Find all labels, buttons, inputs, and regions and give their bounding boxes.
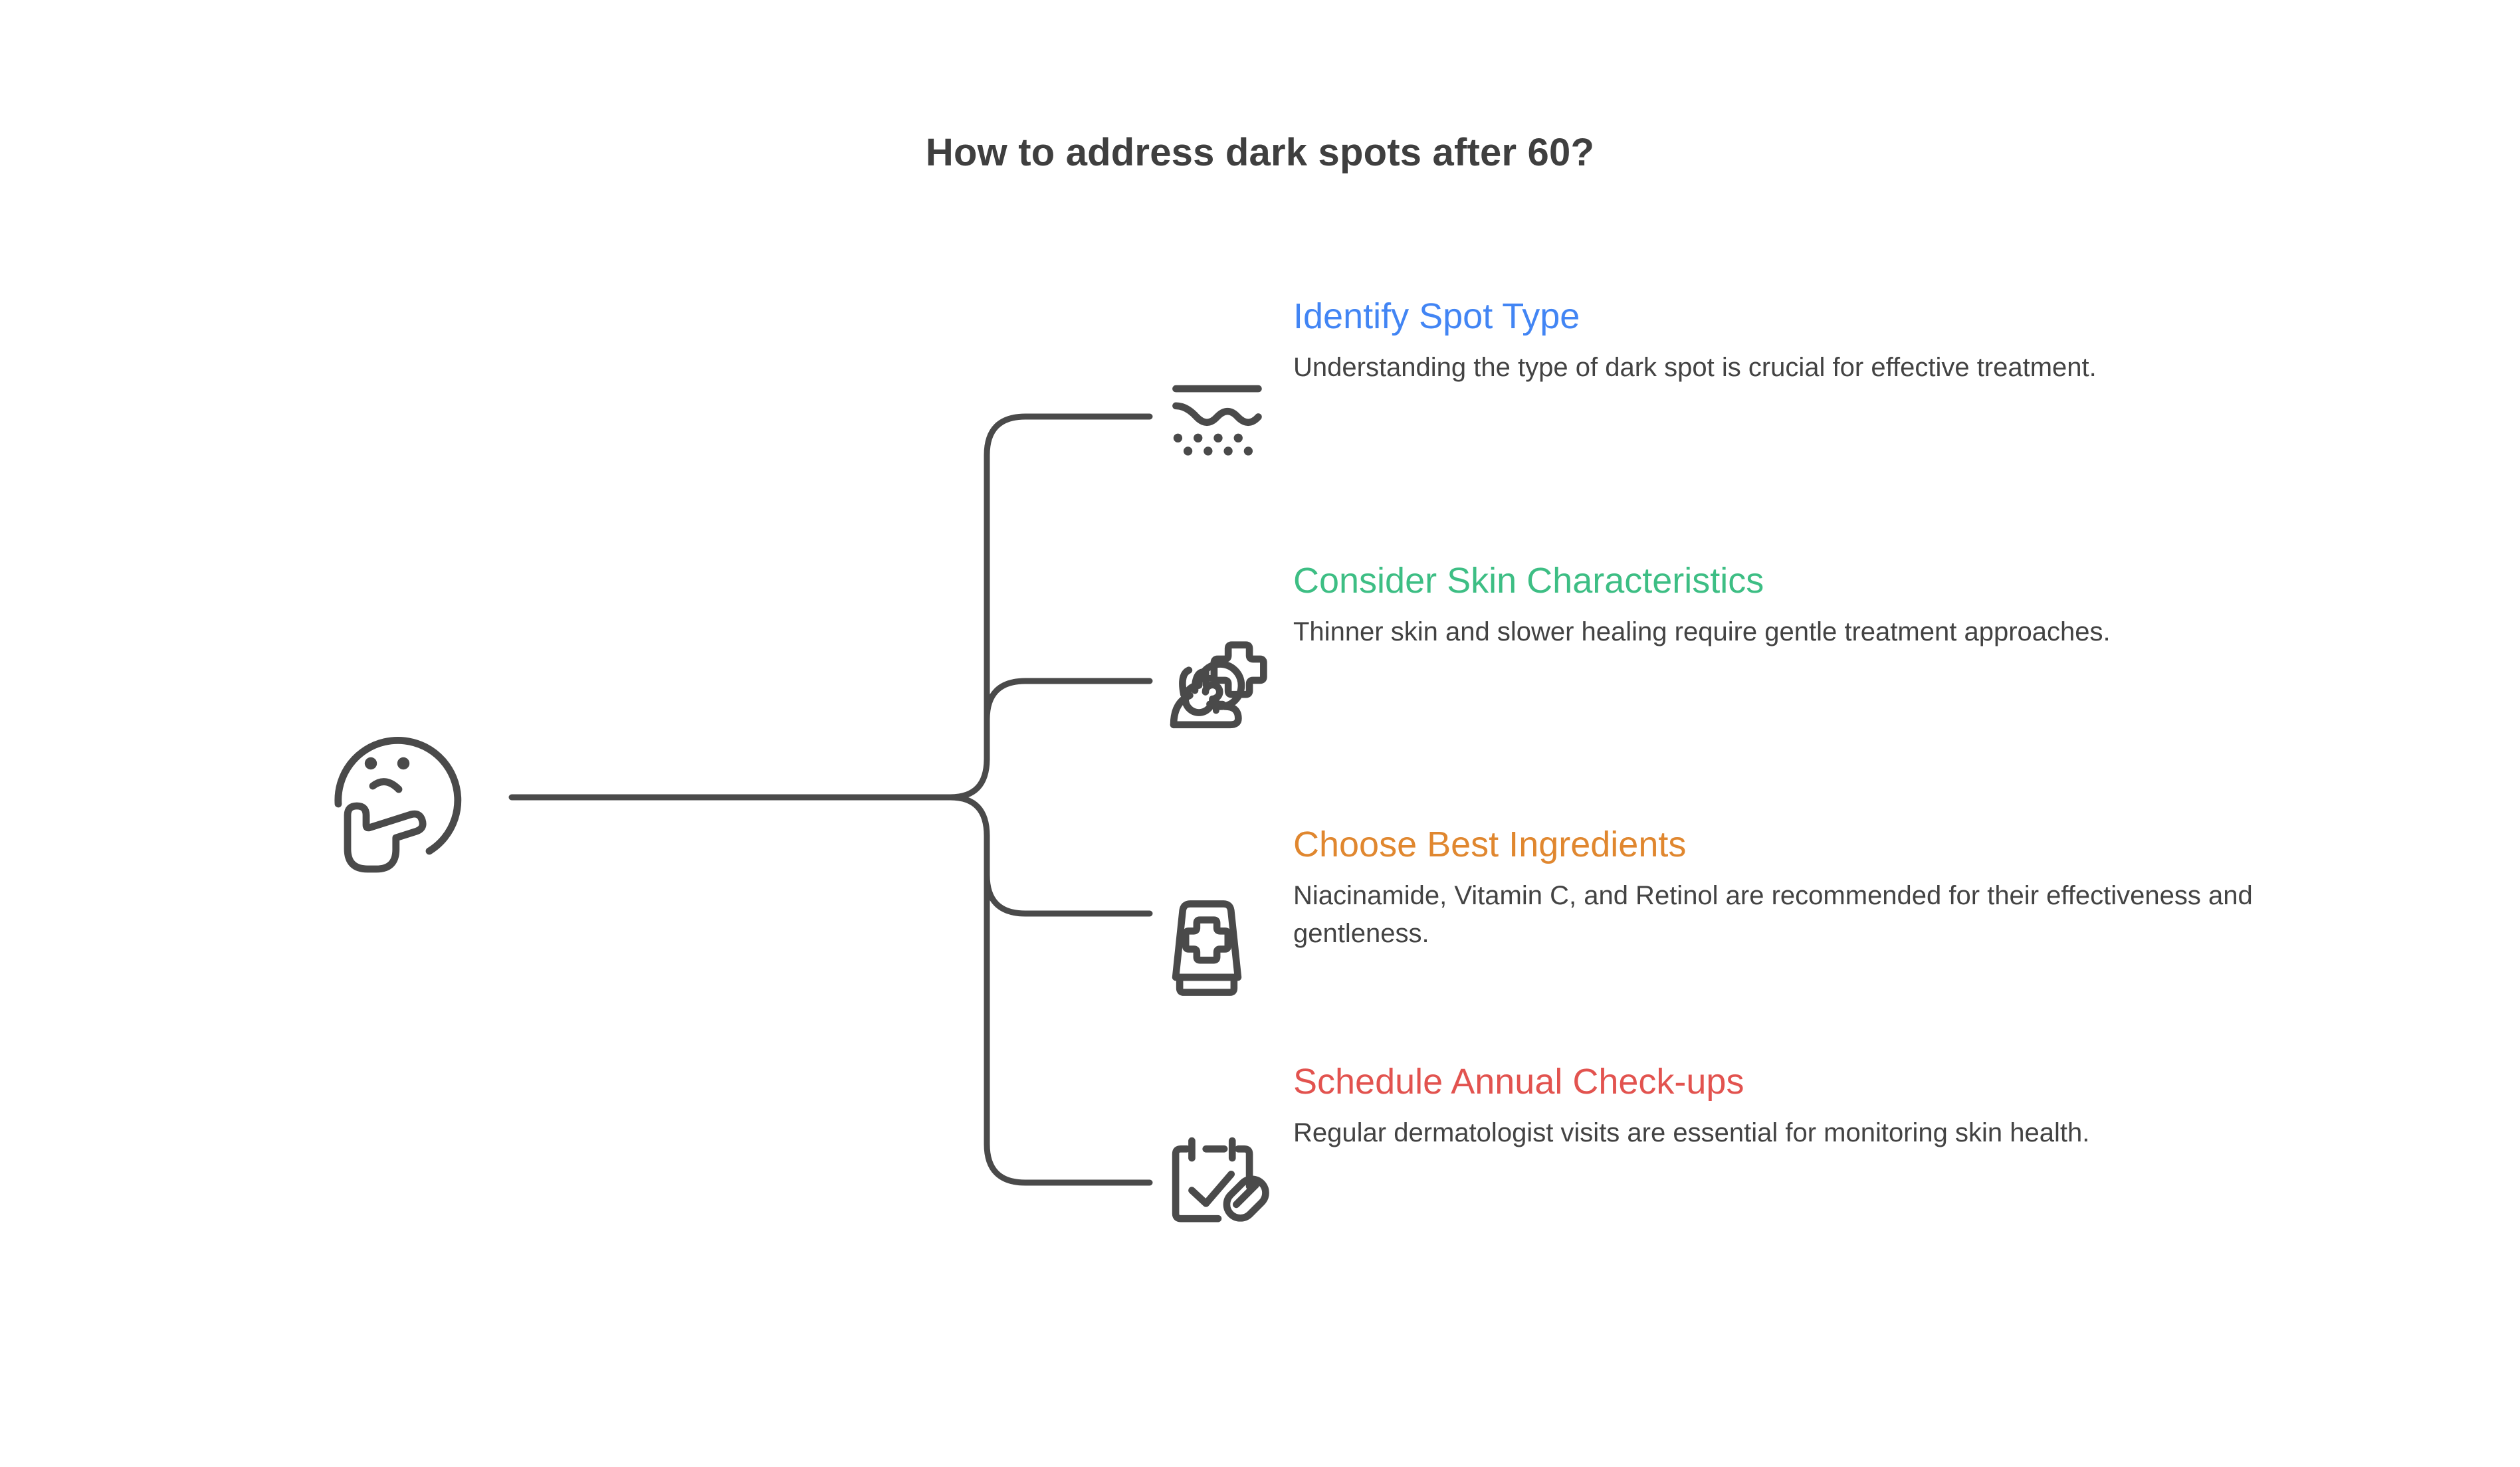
branch-title-1: Identify Spot Type <box>1293 296 1580 336</box>
branch-description-4: Regular dermatologist visits are essenti… <box>1293 1118 2090 1147</box>
branch-text-3: Choose Best Ingredients Niacinamide, Vit… <box>1283 824 2472 952</box>
branch-line-2 <box>984 678 1153 762</box>
branch-text-1: Identify Spot Type Understanding the typ… <box>1283 296 2472 387</box>
cream-tube-icon <box>1172 900 1242 996</box>
branch-item-1[interactable]: Identify Spot Type Understanding the typ… <box>1170 296 2472 470</box>
branch-line-1 <box>947 413 1153 801</box>
branch-title-4: Schedule Annual Check-ups <box>1293 1062 1744 1102</box>
branch-description-3: Niacinamide, Vitamin C, and Retinol are … <box>1293 880 2253 948</box>
page-title: How to address dark spots after 60? <box>925 131 1595 174</box>
eye-right-dot <box>397 757 410 770</box>
snail-cream-sparkle-icon <box>1170 641 1267 729</box>
branch-icon-4 <box>1170 1135 1283 1235</box>
branch-icon-1 <box>1170 370 1283 470</box>
root-thinking-face-node <box>318 716 477 876</box>
branch-description-2: Thinner skin and slower healing require … <box>1293 617 2111 646</box>
branch-title-3: Choose Best Ingredients <box>1293 825 1687 864</box>
eye-left-dot <box>364 757 377 770</box>
branch-line-3 <box>947 794 1153 917</box>
branch-text-2: Consider Skin Characteristics Thinner sk… <box>1283 560 2472 651</box>
branch-icon-2 <box>1170 635 1283 734</box>
branch-icon-3 <box>1170 898 1283 998</box>
branch-item-2[interactable]: Consider Skin Characteristics Thinner sk… <box>1170 561 2472 734</box>
branch-line-4 <box>984 832 1153 1186</box>
thinking-face-icon <box>334 736 462 873</box>
skin-layers-dots-icon <box>1172 385 1262 456</box>
branch-item-4[interactable]: Schedule Annual Check-ups Regular dermat… <box>1170 1062 2472 1235</box>
branch-text-4: Schedule Annual Check-ups Regular dermat… <box>1283 1061 2472 1152</box>
branch-description-1: Understanding the type of dark spot is c… <box>1293 352 2097 382</box>
calendar-check-pill-icon <box>1172 1137 1269 1222</box>
branch-title-2: Consider Skin Characteristics <box>1293 561 1764 601</box>
branch-item-3[interactable]: Choose Best Ingredients Niacinamide, Vit… <box>1170 825 2472 998</box>
